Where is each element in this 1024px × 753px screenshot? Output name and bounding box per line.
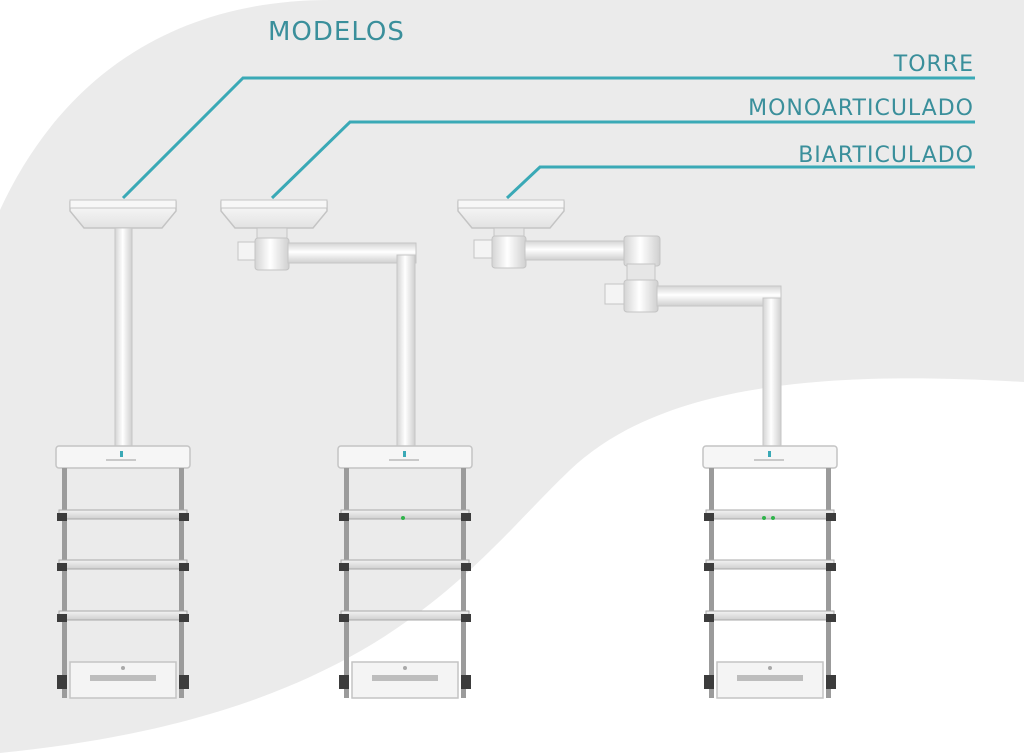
shelf — [57, 509, 189, 521]
shelf — [57, 559, 189, 571]
shelf — [339, 509, 471, 521]
leader-line-biarticulado — [505, 165, 975, 200]
shelf — [704, 559, 836, 571]
model-label-monoarticulado: MONOARTICULADO — [748, 96, 974, 121]
horizontal-arm-first — [524, 240, 638, 261]
equipment-head — [702, 445, 838, 469]
rail-left — [709, 468, 714, 698]
rail-right — [461, 468, 466, 698]
status-indicator — [762, 516, 766, 520]
rail-left — [344, 468, 349, 698]
ceiling-mount — [457, 199, 565, 229]
ceiling-mount — [220, 199, 328, 229]
pendant-monoarticulado — [220, 199, 473, 699]
drawer — [704, 661, 836, 699]
drawer — [339, 661, 471, 699]
arm-joint — [237, 227, 290, 271]
vertical-column — [396, 254, 416, 451]
model-label-biarticulado: BIARTICULADO — [798, 143, 974, 168]
leader-line-monoarticulado — [270, 120, 975, 200]
vertical-column — [114, 227, 133, 451]
arm-joint — [473, 227, 527, 269]
equipment-head — [337, 445, 473, 469]
diagram-title: MODELOS — [268, 17, 405, 47]
shelf — [339, 610, 471, 622]
shelf — [339, 559, 471, 571]
vertical-column — [762, 297, 782, 451]
shelf — [704, 509, 836, 521]
status-indicator — [401, 516, 405, 520]
pendant-biarticulado — [457, 199, 838, 699]
pendant-torre — [55, 199, 191, 699]
horizontal-arm-second — [656, 285, 782, 307]
shelf — [57, 610, 189, 622]
status-indicator — [771, 516, 775, 520]
drawer — [57, 661, 189, 699]
horizontal-arm — [287, 242, 417, 264]
arm-joint — [604, 235, 661, 313]
rail-right — [179, 468, 184, 698]
equipment-head — [55, 445, 191, 469]
model-label-torre: TORRE — [893, 52, 974, 77]
rail-left — [62, 468, 67, 698]
rail-right — [826, 468, 831, 698]
ceiling-mount — [69, 199, 177, 229]
leader-line-torre — [121, 76, 975, 200]
shelf — [704, 610, 836, 622]
